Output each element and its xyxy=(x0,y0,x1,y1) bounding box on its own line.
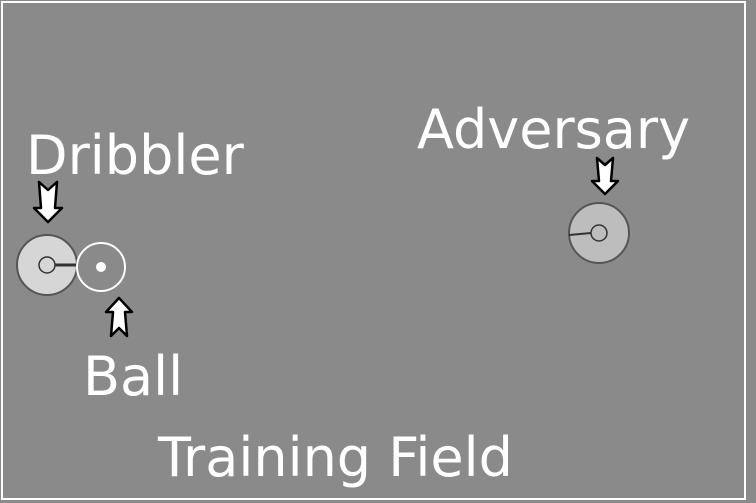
ball xyxy=(76,242,126,292)
ball-label: Ball xyxy=(83,345,183,408)
adversary-pointer-arrow-icon xyxy=(590,156,620,196)
adversary-robot xyxy=(568,202,630,264)
field-title-label: Training Field xyxy=(157,426,513,489)
dribbler-pointer-arrow-icon xyxy=(32,180,64,224)
dribbler-label: Dribbler xyxy=(26,124,245,187)
dribbler-robot xyxy=(16,234,78,296)
field-boundary xyxy=(1,1,746,500)
ball-pointer-arrow-icon xyxy=(104,296,134,338)
adversary-label: Adversary xyxy=(417,98,690,161)
